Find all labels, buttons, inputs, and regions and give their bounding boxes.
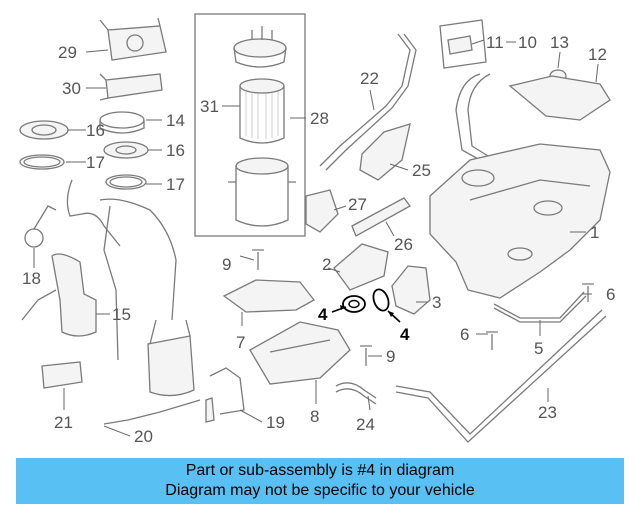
callout-8: 8: [310, 407, 319, 426]
info-banner: Part or sub-assembly is #4 in diagram Di…: [16, 458, 624, 504]
callout-20: 20: [134, 427, 153, 446]
callout-6: 6: [606, 285, 615, 304]
callout-16-b: 16: [166, 141, 185, 160]
filter-assembly-box: [194, 13, 306, 237]
callout-5: 5: [534, 339, 543, 358]
left-parts: [19, 17, 245, 425]
callout-9-b: 9: [386, 347, 395, 366]
callout-14: 14: [166, 111, 185, 130]
callout-17: 17: [86, 153, 105, 172]
callout-6-b: 6: [460, 325, 469, 344]
exploded-parts-diagram: 29 30 16 14 16 17 17 18 15 21 20 19 9 7 …: [19, 13, 615, 446]
callout-9: 9: [222, 255, 231, 274]
callout-7: 7: [236, 333, 245, 352]
center-parts: [222, 33, 431, 405]
banner-disclaimer: Diagram may not be specific to your vehi…: [165, 482, 475, 499]
callout-11: 11: [486, 33, 504, 52]
callout-22: 22: [360, 69, 379, 88]
callout-labels: 29 30 16 14 16 17 17 18 15 21 20 19 9 7 …: [22, 33, 615, 446]
callout-2: 2: [322, 255, 331, 274]
callout-31: 31: [200, 97, 219, 116]
callout-18: 18: [22, 269, 41, 288]
callout-24: 24: [356, 415, 375, 434]
callout-26: 26: [394, 235, 413, 254]
callout-29: 29: [58, 43, 77, 62]
callout-16: 16: [86, 121, 105, 140]
banner-part-notice: Part or sub-assembly is #4 in diagram: [185, 462, 455, 479]
callout-1: 1: [590, 223, 599, 242]
callout-3: 3: [432, 293, 441, 312]
part-4-highlight: [331, 288, 401, 323]
callout-17-b: 17: [166, 175, 185, 194]
callout-4-b: 4: [400, 325, 410, 344]
callout-28: 28: [310, 109, 329, 128]
callout-25: 25: [412, 161, 431, 180]
callout-30: 30: [62, 79, 81, 98]
fuel-tank-parts: [395, 19, 611, 443]
callout-21: 21: [54, 413, 73, 432]
leader-lines: [33, 39, 599, 437]
callout-13: 13: [550, 33, 569, 52]
callout-19: 19: [266, 413, 285, 432]
callout-10: 10: [518, 33, 537, 52]
callout-23: 23: [538, 403, 557, 422]
callout-12: 12: [588, 45, 607, 64]
callout-4: 4: [318, 305, 328, 324]
callout-27: 27: [348, 195, 367, 214]
callout-15: 15: [112, 305, 131, 324]
